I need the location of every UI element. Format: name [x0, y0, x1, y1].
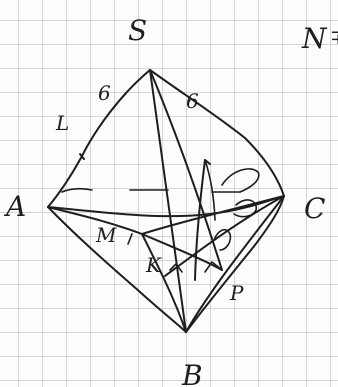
edge-SA: [47, 69, 151, 208]
vertex-label-S: S: [128, 14, 147, 47]
length-label-SA: 6: [98, 81, 111, 105]
scribble-near-center: [213, 228, 232, 251]
line-M-to-B: [141, 233, 187, 333]
edge-SB: [149, 69, 187, 333]
vertex-label-C: C: [304, 192, 325, 225]
point-label-M: M: [95, 223, 117, 247]
length-label-SC: 6: [186, 89, 199, 113]
vertex-label-A: A: [3, 190, 26, 223]
point-label-L: L: [55, 111, 69, 135]
line-S-to-P: [149, 69, 223, 271]
midpoint-mark-SA: [79, 153, 85, 160]
midpoint-mark-SC: [204, 159, 211, 165]
line-M-C: [141, 195, 285, 235]
edge-BC: [185, 195, 285, 333]
line-inner-arc: [204, 159, 216, 221]
tick-near-M: [127, 233, 133, 245]
problem-number-label: N: [301, 22, 328, 55]
problem-number-mark: ∓: [330, 25, 338, 49]
line-K-to-C: [164, 195, 285, 277]
edge-AB: [47, 206, 187, 333]
edge-AC-hidden-left: [61, 187, 93, 193]
edge-SC: [149, 69, 285, 197]
line-M-to-P: [141, 233, 223, 271]
scribble-near-C: [221, 168, 260, 218]
right-angle-mark-P: [204, 261, 223, 273]
point-label-P: P: [229, 281, 244, 305]
vertex-label-B: B: [181, 359, 203, 387]
right-angle-mark-K: [169, 263, 183, 273]
line-vertical-inner: [194, 159, 206, 281]
line-C-to-B-inner: [185, 195, 285, 333]
line-A-M: [47, 206, 143, 235]
point-label-K: K: [145, 253, 162, 277]
